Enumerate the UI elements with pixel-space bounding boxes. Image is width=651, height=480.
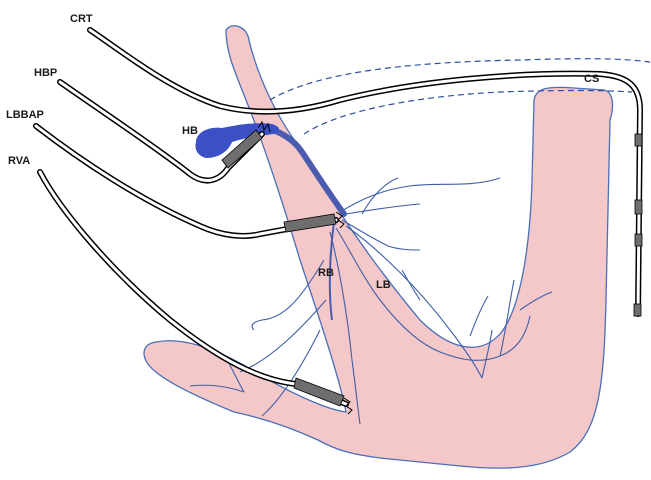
- label-cs: CS: [584, 73, 599, 85]
- label-lb: LB: [376, 279, 391, 291]
- label-crt: CRT: [70, 13, 93, 25]
- label-rb: RB: [318, 267, 334, 279]
- label-hbp: HBP: [34, 67, 57, 79]
- label-lbbap: LBBAP: [6, 109, 44, 121]
- label-rva: RVA: [8, 155, 30, 167]
- label-hb: HB: [182, 125, 198, 137]
